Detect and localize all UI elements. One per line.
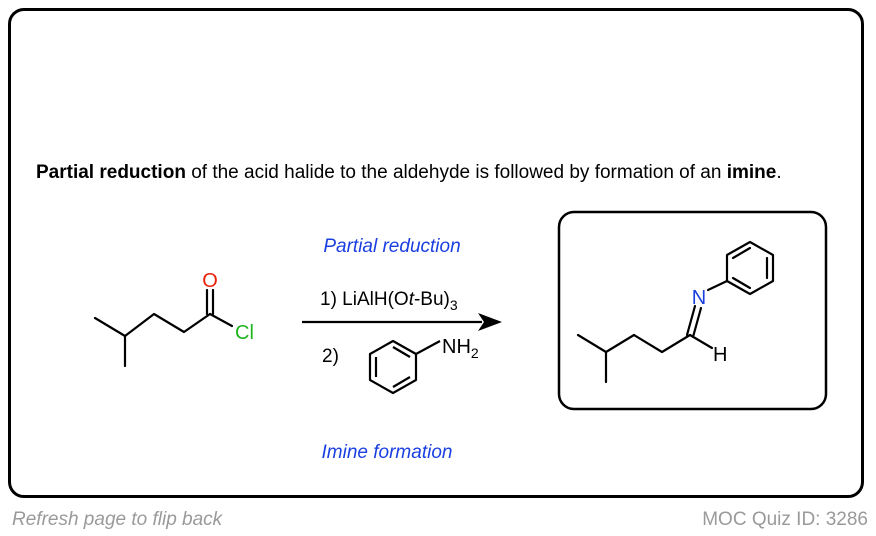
product-imine [576, 240, 775, 384]
reagent-step-1-prefix: 1) LiAlH(O [320, 289, 409, 310]
reactant-oxygen-label: O [202, 270, 218, 292]
reactant-c-cl-bond [208, 312, 234, 328]
reactant-chlorine-label: Cl [235, 322, 254, 344]
product-n-phenyl-bond [706, 279, 729, 292]
reagent-step-1-italic-t: t [409, 289, 415, 310]
reactant-acid-chloride [93, 288, 234, 368]
description-text: of the acid halide to the aldehyde is fo… [185, 162, 727, 183]
description-period: . [776, 162, 782, 183]
aniline-amine-label: NH2 [442, 336, 479, 361]
product-box [557, 210, 828, 411]
reagent-step-1: 1) LiAlH(Ot-Bu)3 [320, 289, 458, 313]
aniline-nh-subscript: 2 [471, 345, 479, 361]
reaction-description: Partial reduction of the acid halide to … [36, 160, 836, 185]
reagent-step-1-subscript: 3 [450, 297, 458, 313]
aniline-nh-text: NH [442, 336, 471, 358]
label-imine-formation: Imine formation [322, 442, 453, 463]
quiz-id: MOC Quiz ID: 3286 [702, 509, 868, 530]
product-imine-c-n-bond-1 [685, 304, 697, 337]
product-imine-c-n-bond-2 [691, 306, 703, 339]
aniline-ring [368, 339, 441, 395]
refresh-hint[interactable]: Refresh page to flip back [12, 509, 223, 530]
aniline-c-n-bond [415, 340, 441, 355]
product-hydrogen-label: H [713, 344, 727, 366]
description-bold-partial-reduction: Partial reduction [36, 162, 186, 183]
product-phenyl-ring [725, 240, 775, 296]
reagent-step-2-number: 2) [322, 346, 339, 367]
reaction-arrow [302, 313, 502, 331]
product-carbon-chain [576, 333, 692, 354]
reactant-carbon-chain [93, 312, 212, 338]
description-bold-imine: imine [726, 162, 777, 183]
label-partial-reduction: Partial reduction [323, 236, 460, 257]
product-nitrogen-label: N [692, 287, 706, 309]
quiz-card[interactable] [8, 8, 864, 498]
reagent-step-1-suffix: -Bu) [414, 289, 450, 310]
